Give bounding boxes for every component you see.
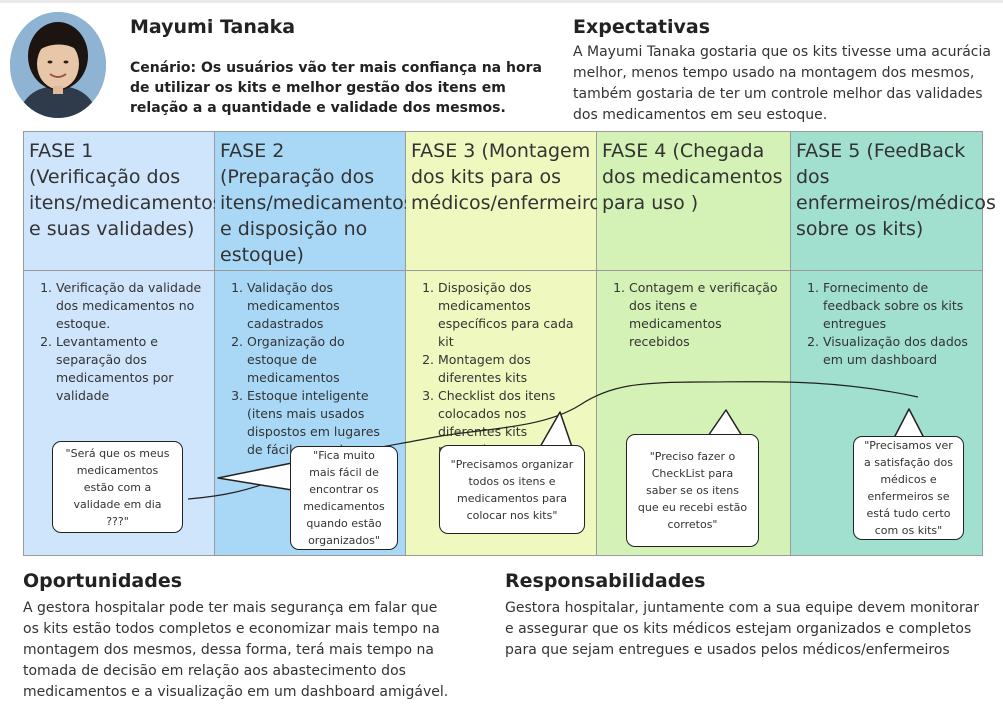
opportunities-text: A gestora hospitalar pode ter mais segur…: [23, 600, 449, 700]
responsibilities-text: Gestora hospitalar, juntamente com a sua…: [505, 600, 980, 658]
list-item: Contagem e verificação dos itens e medic…: [629, 279, 782, 351]
list-item: Visualização dos dados em um dashboard: [823, 333, 974, 369]
quote-bubble-1: "Será que os meus medicamentos estão com…: [52, 441, 183, 533]
expectations-title: Expectativas: [573, 16, 710, 38]
list-item: Montagem dos diferentes kits: [438, 351, 588, 387]
phase-title: FASE 1 (Verificação dos itens/medicament…: [24, 132, 223, 271]
list-item: Levantamento e separação dos medicamento…: [56, 333, 206, 405]
top-divider: [0, 0, 1003, 3]
persona-photo-icon: [10, 12, 106, 118]
phase-actions: Disposição dos medicamentos específicos …: [406, 271, 596, 459]
list-item: Verificação da validade dos medicamentos…: [56, 279, 206, 333]
responsibilities-title: Responsabilidades: [505, 570, 706, 592]
phase-title: FASE 2 (Preparação dos itens/medicamento…: [215, 132, 414, 271]
list-item: Organização do estoque de medicamentos: [247, 333, 397, 387]
persona-name: Mayumi Tanaka: [130, 16, 296, 38]
phase-actions: Fornecimento de feedback sobre os kits e…: [791, 271, 982, 369]
quote-bubble-3: "Precisamos organizar todos os itens e m…: [439, 445, 585, 534]
quote-bubble-4: "Preciso fazer o CheckList para saber se…: [626, 434, 759, 547]
persona-scenario: Cenário: Os usuários vão ter mais confia…: [130, 60, 542, 116]
quote-bubble-2: "Fica muito mais fácil de encontrar os m…: [290, 446, 398, 550]
expectations-text: A Mayumi Tanaka gostaria que os kits tiv…: [573, 44, 991, 123]
phase-title: FASE 4 (Chegada dos medicamentos para us…: [597, 132, 790, 271]
opportunities-title: Oportunidades: [23, 570, 183, 592]
quote-bubble-5: "Precisamos ver a satisfação dos médicos…: [853, 436, 964, 540]
phase-actions: Validação dos medicamentos cadastrados O…: [215, 271, 405, 459]
phase-actions: Verificação da validade dos medicamentos…: [24, 271, 214, 405]
list-item: Fornecimento de feedback sobre os kits e…: [823, 279, 974, 333]
phase-title: FASE 5 (FeedBack dos enfermeiros/médicos…: [791, 132, 996, 271]
list-item: Disposição dos medicamentos específicos …: [438, 279, 588, 351]
phase-title: FASE 3 (Montagem dos kits para os médico…: [406, 132, 618, 271]
persona-avatar: [10, 12, 106, 118]
phase-actions: Contagem e verificação dos itens e medic…: [597, 271, 790, 351]
list-item: Validação dos medicamentos cadastrados: [247, 279, 397, 333]
